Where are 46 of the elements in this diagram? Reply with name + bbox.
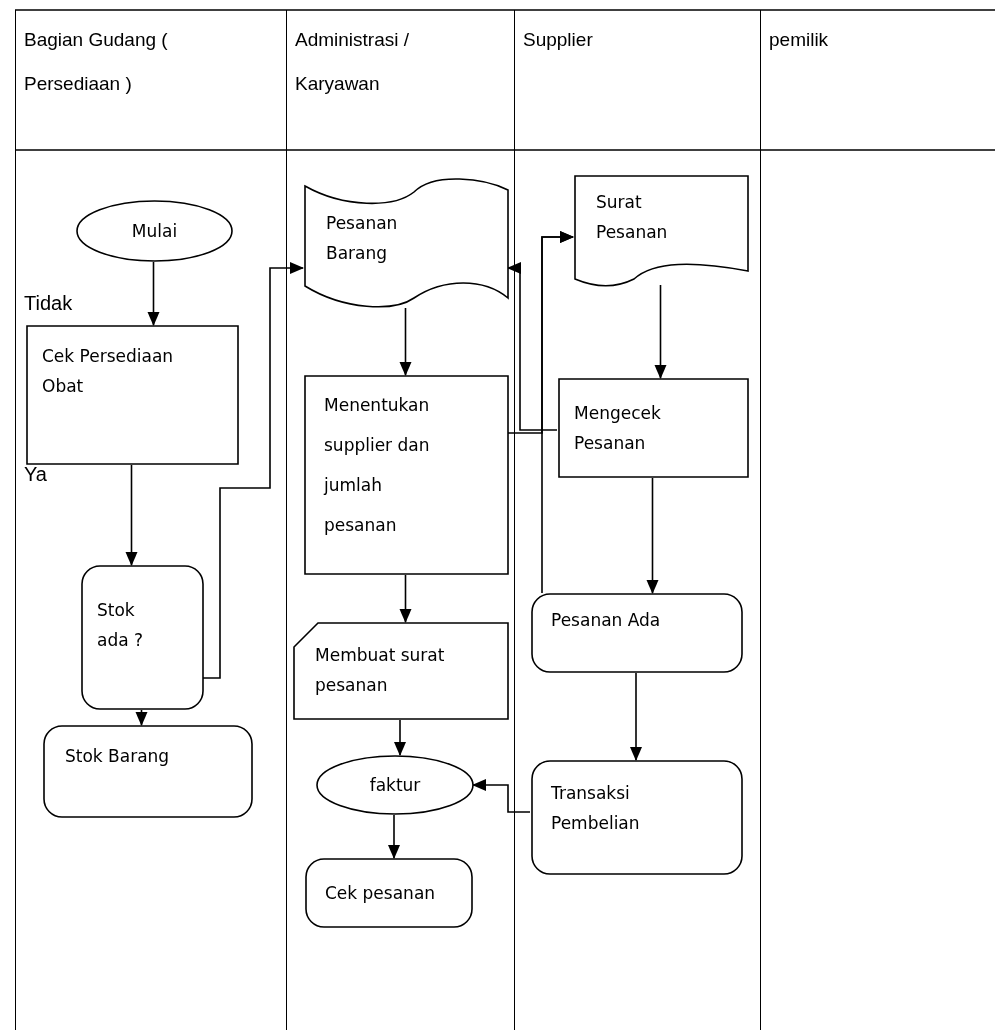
card-shape	[293, 622, 509, 720]
node-text: Menentukan supplier dan jumlah pesanan	[324, 394, 431, 537]
lane-heading: Bagian Gudang ( Persediaan )	[24, 28, 169, 96]
arrow	[541, 231, 574, 594]
arrow	[394, 719, 406, 756]
node-text: Cek pesanan	[325, 882, 437, 905]
arrow	[399, 574, 412, 623]
branch-label: Ya	[24, 463, 47, 486]
arrow	[388, 814, 400, 859]
rounded-process-box	[305, 858, 473, 928]
terminator-ellipse	[316, 755, 474, 815]
node-text: Mulai	[130, 220, 179, 242]
arrow	[472, 779, 531, 813]
arrow	[399, 307, 412, 376]
lane-heading: pemilik	[769, 28, 829, 52]
arrow	[202, 262, 304, 679]
lane-heading: Supplier	[523, 28, 593, 52]
node-text: Membuat surat pesanan	[315, 644, 446, 697]
process-box	[304, 375, 509, 575]
process-box	[558, 378, 749, 478]
arrow	[630, 672, 642, 761]
arrow	[654, 284, 667, 379]
node-text: Pesanan Ada	[551, 609, 662, 632]
arrow	[147, 261, 160, 326]
arrow	[646, 477, 659, 594]
node-text: Transaksi Pembelian	[551, 782, 641, 835]
document-shape	[304, 178, 509, 308]
node-text: Surat Pesanan	[596, 191, 669, 244]
node-text: Mengecek Pesanan	[574, 402, 662, 455]
terminator-ellipse	[76, 200, 233, 262]
rounded-process-box	[531, 760, 743, 875]
rounded-process-box	[81, 565, 204, 710]
node-text: Stok Barang	[65, 745, 171, 768]
document-shape	[574, 175, 749, 285]
node-text: Stok ada ?	[97, 599, 145, 652]
process-box	[26, 325, 239, 465]
node-text: Pesanan Barang	[326, 212, 399, 265]
arrow	[507, 262, 558, 431]
lane-heading: Administrasi / Karyawan	[295, 28, 411, 96]
node-text: Cek Persediaan Obat	[42, 345, 175, 398]
node-text: faktur	[368, 774, 422, 796]
arrow	[125, 464, 138, 566]
rounded-process-box	[531, 593, 743, 673]
arrow	[135, 709, 148, 726]
rounded-process-box	[43, 725, 253, 818]
branch-label: Tidak	[24, 292, 73, 315]
